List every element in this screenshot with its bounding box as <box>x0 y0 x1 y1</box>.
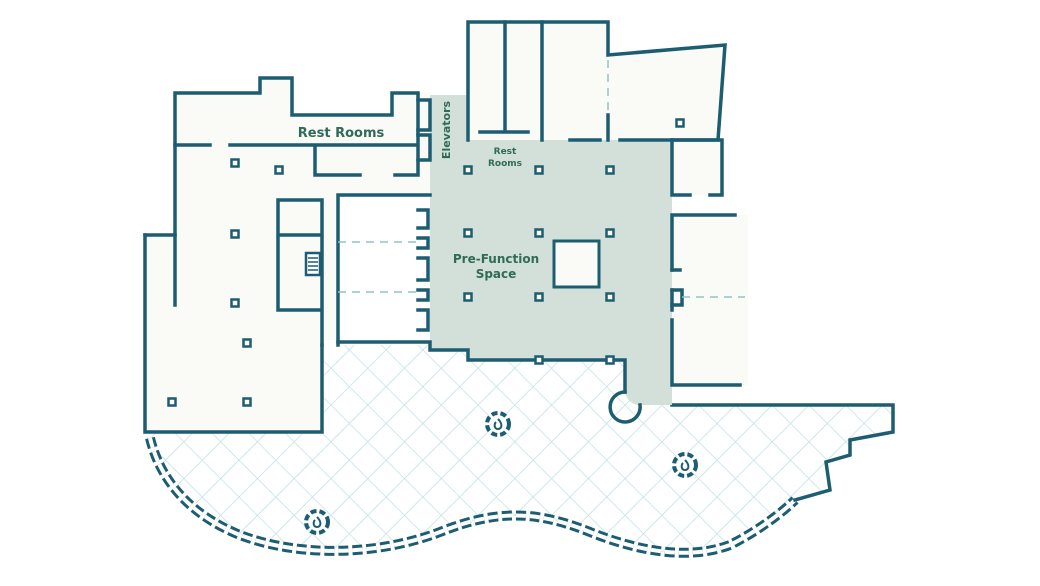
fire-pit-icon <box>485 411 511 437</box>
column <box>605 165 615 175</box>
fire-pit-icon <box>672 452 698 478</box>
column <box>230 298 240 308</box>
label-rest-rooms-left: Rest Rooms <box>298 126 385 141</box>
columns <box>167 118 685 407</box>
walls <box>143 20 745 434</box>
fire-pits <box>304 411 698 535</box>
column <box>534 292 544 302</box>
label-elevators: Elevators <box>440 100 453 159</box>
rooms <box>145 22 748 432</box>
column <box>167 397 177 407</box>
column <box>463 165 473 175</box>
label-pre-function-1: Pre-Function <box>453 252 539 266</box>
label-rest-rooms-center-1: Rest <box>494 147 517 157</box>
column <box>274 165 284 175</box>
atrium-void <box>552 239 601 289</box>
column <box>534 228 544 238</box>
terrace-area <box>148 345 893 554</box>
column <box>463 292 473 302</box>
column <box>230 229 240 239</box>
label-rest-rooms-center-2: Rooms <box>488 159 522 169</box>
column <box>605 292 615 302</box>
column <box>534 165 544 175</box>
column <box>534 355 544 365</box>
column <box>230 158 240 168</box>
column <box>675 118 685 128</box>
column <box>242 397 252 407</box>
column <box>605 228 615 238</box>
column <box>463 228 473 238</box>
fire-pit-icon <box>304 509 330 535</box>
label-pre-function-2: Space <box>476 267 517 281</box>
column <box>605 355 615 365</box>
column <box>242 338 252 348</box>
terrace <box>145 345 895 558</box>
